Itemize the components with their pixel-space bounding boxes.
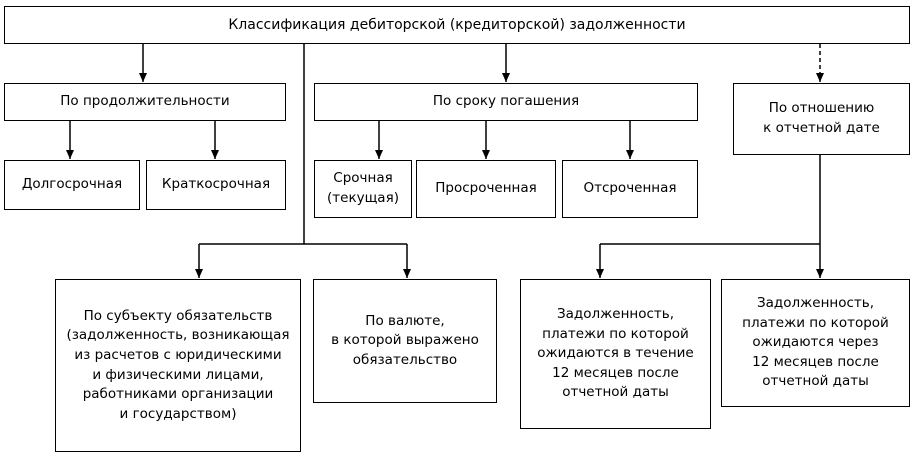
after-12-months-label: Задолженность, платежи по которой ожидаю…: [742, 295, 889, 390]
group-by-reporting-date-label: По отношению к отчетной дате: [763, 100, 880, 136]
overdue-box: Просроченная: [416, 160, 556, 218]
root-label: Классификация дебиторской (кредиторской)…: [228, 16, 686, 33]
short-term-label: Краткосрочная: [161, 176, 271, 193]
by-subject-label: По субъекту обязательств (задолженность,…: [66, 307, 290, 422]
group-by-repayment-term-label: По сроку погашения: [432, 93, 580, 110]
within-12-months-box: Задолженность, платежи по которой ожидаю…: [520, 279, 711, 429]
classification-root-box: Классификация дебиторской (кредиторской)…: [4, 6, 910, 44]
group-by-duration-box: По продолжительности: [4, 83, 286, 121]
current-label: Срочная (текущая): [327, 170, 399, 206]
group-by-duration-label: По продолжительности: [60, 93, 230, 110]
group-by-reporting-date-box: По отношению к отчетной дате: [733, 83, 910, 155]
long-term-box: Долгосрочная: [4, 160, 140, 210]
deferred-label: Отсроченная: [583, 180, 677, 197]
within-12-months-label: Задолженность, платежи по которой ожидаю…: [537, 306, 694, 401]
overdue-label: Просроченная: [435, 180, 537, 197]
deferred-box: Отсроченная: [562, 160, 698, 218]
long-term-label: Долгосрочная: [21, 176, 123, 193]
by-currency-label: По валюте, в которой выражено обязательс…: [331, 312, 479, 368]
short-term-box: Краткосрочная: [146, 160, 286, 210]
by-subject-box: По субъекту обязательств (задолженность,…: [55, 279, 301, 452]
after-12-months-box: Задолженность, платежи по которой ожидаю…: [721, 279, 910, 407]
current-box: Срочная (текущая): [314, 160, 412, 218]
by-currency-box: По валюте, в которой выражено обязательс…: [313, 279, 497, 403]
group-by-repayment-term-box: По сроку погашения: [314, 83, 698, 121]
